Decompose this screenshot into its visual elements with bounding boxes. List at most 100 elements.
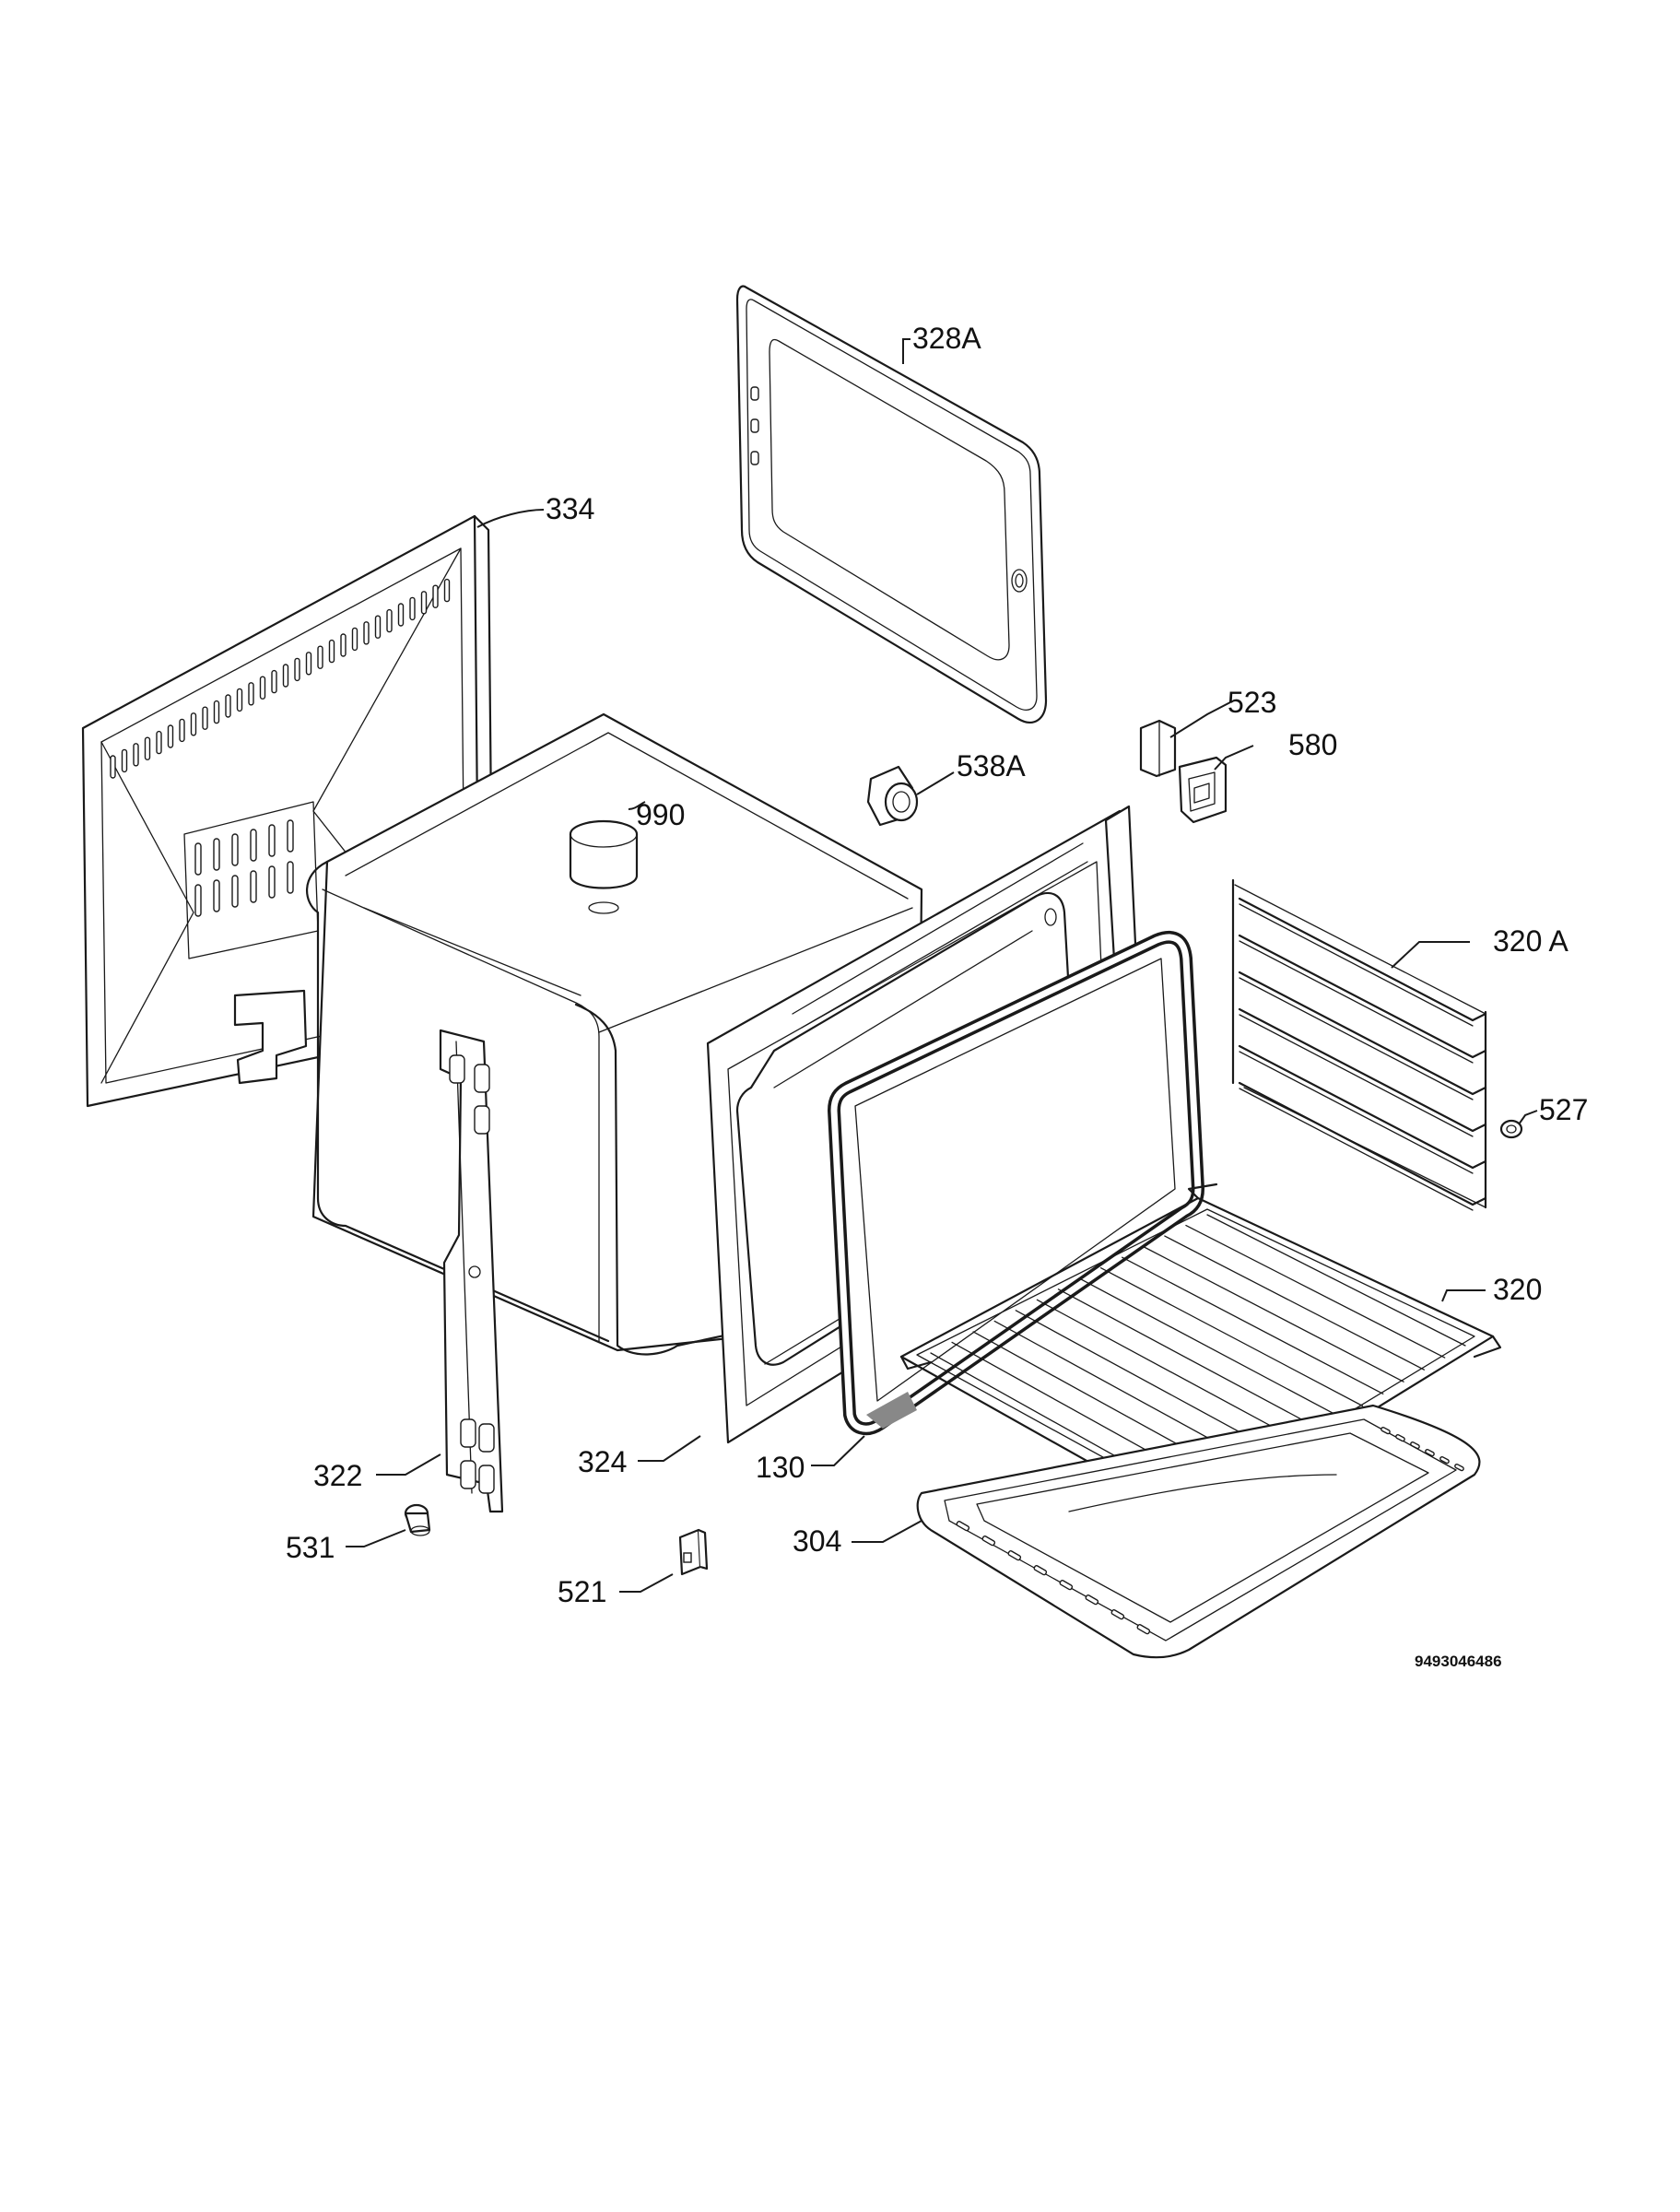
vent-slot: [363, 621, 370, 645]
callout-580: 580: [1288, 728, 1337, 761]
vent-slot: [236, 688, 243, 712]
runner-bar-inner: [1239, 940, 1474, 1064]
nut-527-drawing: [1499, 1119, 1523, 1139]
callout-521: 521: [558, 1575, 606, 1608]
shelf-wire: [1036, 1299, 1302, 1443]
runner-bar-inner: [1239, 1088, 1474, 1211]
callout-538A: 538A: [957, 749, 1026, 782]
tray-slot: [1110, 1609, 1125, 1620]
vent-slot: [420, 591, 428, 615]
vent-slot: [156, 730, 162, 755]
vent-slot: [144, 736, 151, 760]
shelf-wire: [1206, 1214, 1466, 1347]
tray-slot: [1007, 1550, 1022, 1561]
vent-slot: [386, 608, 393, 633]
side-runner-drawing: [1231, 878, 1487, 1211]
tray-slot: [1454, 1464, 1464, 1472]
shelf-wire: [1122, 1256, 1384, 1394]
vent-slot: [213, 838, 220, 871]
shelf-wire: [1057, 1288, 1322, 1431]
callout-320: 320: [1493, 1273, 1542, 1306]
screw-531-drawing: [404, 1503, 431, 1536]
vent-slot: [268, 824, 276, 857]
shelf-wire: [1078, 1277, 1343, 1419]
runner-bar: [1238, 971, 1487, 1096]
hinge-580-drawing: [1178, 756, 1228, 824]
callout-labels: 328A 334 990 523 538A 580 320 A 527 320 …: [286, 322, 1588, 1670]
callout-324: 324: [578, 1445, 627, 1478]
shelf-wire: [1015, 1310, 1281, 1455]
vent-slot: [202, 706, 208, 730]
vent-slot: [231, 833, 239, 866]
callout-334: 334: [546, 492, 594, 525]
tray-slot: [1136, 1624, 1151, 1635]
callout-322: 322: [313, 1459, 362, 1492]
tray-slot: [1033, 1565, 1048, 1576]
vent-slot: [167, 724, 174, 748]
callout-304: 304: [793, 1524, 841, 1558]
vent-slot: [328, 639, 335, 664]
callout-130: 130: [756, 1451, 805, 1484]
vent-slot: [317, 645, 323, 669]
lamp-538A-drawing: [866, 765, 919, 827]
callout-531: 531: [286, 1531, 335, 1564]
vent-slot: [287, 861, 294, 894]
tray-slot: [1395, 1434, 1405, 1442]
vent-slot: [133, 743, 139, 767]
vent-slot: [294, 657, 300, 682]
vent-slot: [259, 676, 266, 700]
runner-bar-inner: [1239, 1051, 1474, 1174]
vent-slot: [305, 652, 312, 676]
callout-527: 527: [1539, 1093, 1588, 1126]
shelf-wire: [1099, 1267, 1364, 1407]
vent-slot: [194, 884, 202, 917]
vent-slot: [190, 712, 197, 736]
shelf-wire: [1143, 1245, 1404, 1382]
vent-slot: [121, 748, 128, 773]
clip-521-drawing: [678, 1528, 709, 1576]
clip-523-drawing: [1139, 719, 1177, 778]
door-seal-drawing: [828, 930, 1204, 1436]
callout-523: 523: [1228, 686, 1276, 719]
runner-bar-inner: [1239, 903, 1474, 1027]
runner-bar-inner: [1239, 1014, 1474, 1137]
vent-slot: [250, 870, 257, 903]
shelf-wire: [1185, 1224, 1446, 1359]
door-glass-drawing: [735, 285, 1048, 724]
vent-slot: [271, 669, 277, 694]
shelf-wire: [1164, 1235, 1426, 1371]
vent-slot: [340, 633, 347, 657]
tray-slot: [1410, 1441, 1420, 1450]
vent-slot: [374, 615, 382, 639]
tray-slot: [1380, 1427, 1391, 1435]
runner-bar: [1238, 1081, 1487, 1206]
tray-slot: [1425, 1449, 1435, 1457]
vent-slot: [194, 842, 202, 876]
vent-slot: [351, 627, 358, 652]
tray-slot: [1085, 1594, 1099, 1606]
vent-slot: [179, 718, 185, 743]
callout-990: 990: [636, 798, 685, 831]
baking-tray-drawing: [916, 1404, 1481, 1659]
callout-320A: 320 A: [1493, 924, 1569, 958]
leader-lines: [346, 338, 1538, 1593]
vent-slot: [213, 700, 220, 724]
runner-bar: [1238, 897, 1487, 1022]
vent-slot: [432, 584, 439, 608]
tray-slot: [1439, 1456, 1450, 1465]
vent-slot: [250, 829, 257, 862]
tray-slot: [981, 1535, 996, 1547]
tray-slot: [1059, 1580, 1074, 1591]
vent-slot: [282, 664, 289, 688]
vent-slot: [268, 865, 276, 899]
runner-bar-inner: [1239, 977, 1474, 1100]
callout-328A: 328A: [912, 322, 981, 355]
document-number: 9493046486: [1415, 1653, 1502, 1670]
vent-slot: [225, 694, 231, 718]
vent-slot: [397, 603, 405, 627]
side-rail-drawing: [439, 1029, 504, 1513]
vent-slot: [287, 819, 294, 853]
runner-bar: [1238, 1044, 1487, 1170]
vent-slot: [409, 596, 416, 621]
